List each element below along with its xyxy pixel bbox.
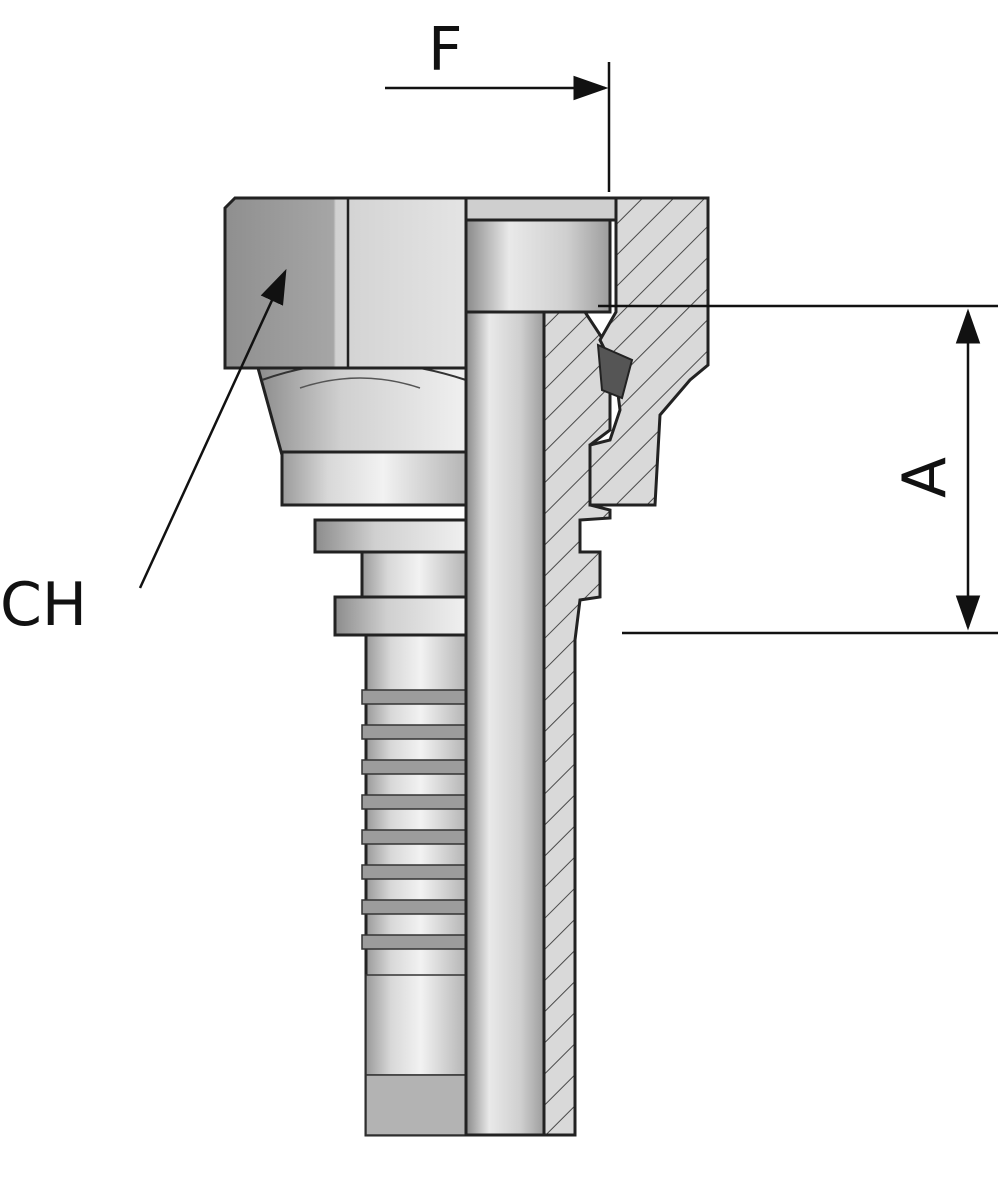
seat-bore [464,218,612,314]
collar-neck [360,550,468,599]
dimension-f: F [385,15,611,192]
dimension-a-label: A [890,457,960,498]
bore [464,310,546,1137]
shank-exterior [313,518,468,1137]
collar-ring-upper [313,518,468,554]
collar-ring-lower [333,595,468,637]
section-cut [542,196,710,1137]
callout-ch: CH [0,268,287,640]
dimension-f-label: F [428,15,463,85]
callout-ch-label: CH [0,570,87,640]
nut-body-exterior [256,361,468,507]
dimension-a: A [598,304,998,635]
nut-top-face [464,196,618,222]
hex-nut-exterior [223,196,468,370]
